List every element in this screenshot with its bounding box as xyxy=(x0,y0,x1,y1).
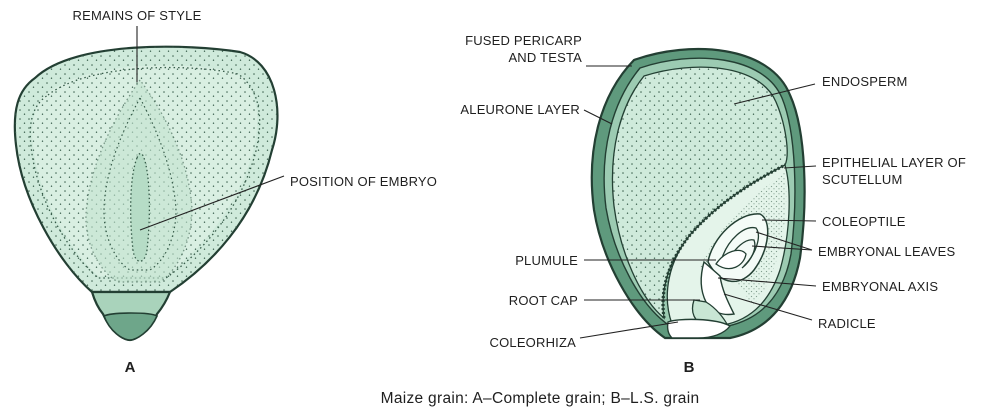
grain-b-plumule xyxy=(715,249,747,270)
label-plumule: PLUMULE xyxy=(515,253,578,268)
leader-embryonal-axis xyxy=(717,277,817,287)
label-fused-pericarp-line2: AND TESTA xyxy=(508,50,582,65)
leader-position-of-embryo xyxy=(139,175,285,231)
figure-caption: Maize grain: A–Complete grain; B–L.S. gr… xyxy=(381,390,700,407)
label-embryonal-axis: EMBRYONAL AXIS xyxy=(822,279,938,294)
label-coleorhiza: COLEORHIZA xyxy=(489,335,576,350)
label-remains-of-style: REMAINS OF STYLE xyxy=(73,8,202,23)
label-fused-pericarp-line1: FUSED PERICARP xyxy=(465,33,582,48)
label-coleoptile: COLEOPTILE xyxy=(822,214,906,229)
grain-b-endosperm-stipple xyxy=(612,67,788,319)
leader-embryonal-leaves-b xyxy=(751,245,813,251)
figure-a-complete-grain: REMAINS OF STYLE POSITION OF EMBRYO A xyxy=(13,8,437,376)
leader-epithelial xyxy=(783,165,817,169)
leader-endosperm xyxy=(733,83,816,105)
label-endosperm: ENDOSPERM xyxy=(822,74,908,89)
leader-radicle xyxy=(723,293,813,321)
leader-embryonal-leaves-a xyxy=(755,231,813,251)
label-root-cap: ROOT CAP xyxy=(509,293,578,308)
label-aleurone-layer: ALEURONE LAYER xyxy=(460,102,580,117)
label-epithelial-line1: EPITHELIAL LAYER OF xyxy=(822,155,966,170)
label-position-of-embryo: POSITION OF EMBRYO xyxy=(290,174,437,189)
figure-b-tag: B xyxy=(684,359,695,376)
grain-a-dotted-margin xyxy=(29,66,261,279)
label-radicle: RADICLE xyxy=(818,316,876,331)
label-embryonal-leaves: EMBRYONAL LEAVES xyxy=(818,244,955,259)
grain-b-coleorhiza xyxy=(666,318,732,339)
figure-a-tag: A xyxy=(125,359,136,376)
label-epithelial-line2: SCUTELLUM xyxy=(822,172,903,187)
grain-a-tip-base xyxy=(102,312,159,341)
leader-coleorhiza xyxy=(579,321,679,339)
leader-aleurone-layer xyxy=(583,109,613,125)
leader-coleoptile xyxy=(761,219,817,222)
grain-a-embryo-slit xyxy=(130,152,151,262)
grain-b-epithelial-layer xyxy=(661,163,786,319)
figure-b-ls-grain: FUSED PERICARP AND TESTA ALEURONE LAYER … xyxy=(460,33,966,376)
